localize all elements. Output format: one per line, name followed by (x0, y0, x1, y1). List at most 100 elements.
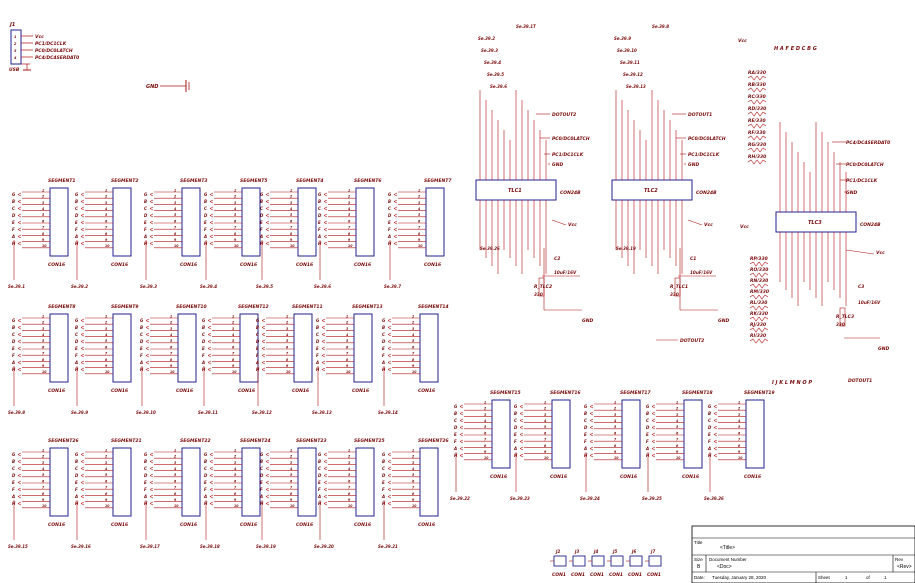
net-arrow (387, 501, 392, 506)
segment-pin-letter: E (202, 346, 205, 351)
segment-pin-number: 9 (412, 498, 415, 502)
segment-pin-letter: C (316, 332, 319, 337)
net-arrow (80, 353, 85, 358)
net-arrow (265, 494, 270, 499)
net-arrow (713, 446, 718, 451)
segment-pin-number: 10 (348, 504, 353, 508)
segment-pin-letter: E (454, 432, 457, 437)
segment-pin-number: 3 (676, 413, 679, 417)
segment-body (241, 187, 261, 257)
segment-pin-number: 4 (170, 333, 173, 337)
tlc-left-probe: Se.39.6 (490, 84, 507, 89)
net-arrow (651, 446, 656, 451)
segment-pin-number: 6 (614, 431, 617, 435)
segment-pin-number: 2 (170, 321, 173, 325)
net-arrow (387, 353, 392, 358)
segment-pin-letter: B (204, 459, 207, 464)
segment-pin-number: 1 (738, 400, 740, 404)
tlc-vcc-left: Vcc (740, 224, 749, 230)
net-arrow (207, 318, 212, 323)
net-arrow (651, 453, 656, 458)
net-arrow (589, 404, 594, 409)
tlc-resistor-symbol (747, 87, 767, 93)
segment-probe-label: Se.39.21 (378, 544, 398, 549)
net-arrow (713, 411, 718, 416)
net-arrow (589, 446, 594, 451)
tlc-bottom-letters: I J K L M N O P (772, 380, 812, 386)
header-net-label: Vcc (35, 34, 44, 40)
segment-pin-letter: G (382, 318, 386, 323)
segment-pin-letter: B (388, 199, 391, 204)
segment-probe-label: Se.39.4 (200, 284, 217, 289)
segment-pin-letter: B (12, 199, 15, 204)
net-arrow (321, 318, 326, 323)
net-arrow (265, 452, 270, 457)
segment-pin-number: 1 (614, 400, 616, 404)
segment-pin-number: 2 (290, 455, 293, 459)
segment-pin-letter: A (255, 360, 259, 365)
net-arrow (713, 425, 718, 430)
segment-pin-number: 1 (232, 314, 234, 318)
net-arrow (149, 241, 154, 246)
net-arrow (145, 325, 150, 330)
tlc-out-net: DOTOUT1 (848, 378, 872, 384)
segment-connector: SEGMENT12CON1612345678910GBCDEFAHSe.39.1… (198, 304, 269, 415)
segment-pin-number: 8 (105, 358, 108, 362)
segment-pin-number: 8 (418, 232, 421, 236)
net-arrow (323, 487, 328, 492)
segment-probe-label: Se.39.23 (510, 496, 530, 501)
sheet-label: Sheet (818, 575, 831, 580)
segment-pin-number: 2 (676, 407, 679, 411)
segment-probe-label: Se.39.24 (580, 496, 600, 501)
segment-pin-number: 8 (614, 444, 617, 448)
small-connector-name: CON1 (609, 572, 623, 578)
tlc-resistor-label: RH/330 (748, 154, 766, 160)
segment-conn-label: CON16 (424, 262, 441, 268)
net-arrow (589, 453, 594, 458)
net-arrow (149, 487, 154, 492)
segment-pin-number: 10 (412, 504, 417, 508)
net-arrow (323, 241, 328, 246)
net-arrow (519, 453, 524, 458)
net-arrow (323, 501, 328, 506)
segment-conn-label: CON16 (296, 522, 313, 528)
of-label: of (866, 575, 871, 580)
net-arrow (459, 425, 464, 430)
segment-pin-number: 5 (348, 213, 351, 217)
net-arrow (713, 453, 718, 458)
segment-name: SEGMENT5 (240, 178, 268, 184)
segment-pin-number: 7 (614, 438, 617, 442)
segment-pin-number: 1 (676, 400, 678, 404)
segment-pin-letter: D (12, 213, 16, 218)
net-arrow (17, 206, 22, 211)
segment-pin-number: 9 (170, 364, 173, 368)
net-arrow (265, 466, 270, 471)
size-value: B (697, 564, 701, 570)
net-arrow (651, 432, 656, 437)
segment-connector: SEGMENT10CON1612345678910GBCDEFAHSe.39.1… (136, 304, 207, 415)
segment-probe-label: Se.39.20 (314, 544, 334, 549)
segment-body (181, 447, 201, 517)
segment-pin-letter: A (139, 360, 143, 365)
segment-pin-letter: F (646, 439, 649, 444)
segment-body (297, 447, 317, 517)
tlc-resistor-symbol (749, 272, 769, 278)
segment-name: SEGMENT13 (352, 304, 383, 310)
segment-probe-label: Se.39.6 (314, 284, 331, 289)
segment-pin-number: 9 (286, 364, 289, 368)
segment-pin-letter: C (256, 332, 259, 337)
segment-pin-number: 7 (232, 352, 235, 356)
net-arrow (145, 353, 150, 358)
net-arrow (209, 501, 214, 506)
tlc-bottom-probe: Se.39.26 (480, 246, 500, 251)
net-arrow (393, 213, 398, 218)
header-j1: J1 USB 1234VccPC1/DC1CLKPC0/DC0LATCHPC4/… (9, 22, 79, 73)
segment-pin-number: 3 (232, 327, 235, 331)
segment-pin-number: 2 (105, 195, 108, 199)
net-arrow (209, 206, 214, 211)
segment-pin-number: 8 (346, 358, 349, 362)
segment-pin-number: 5 (676, 425, 679, 429)
segment-body (239, 313, 259, 383)
net-arrow (265, 192, 270, 197)
